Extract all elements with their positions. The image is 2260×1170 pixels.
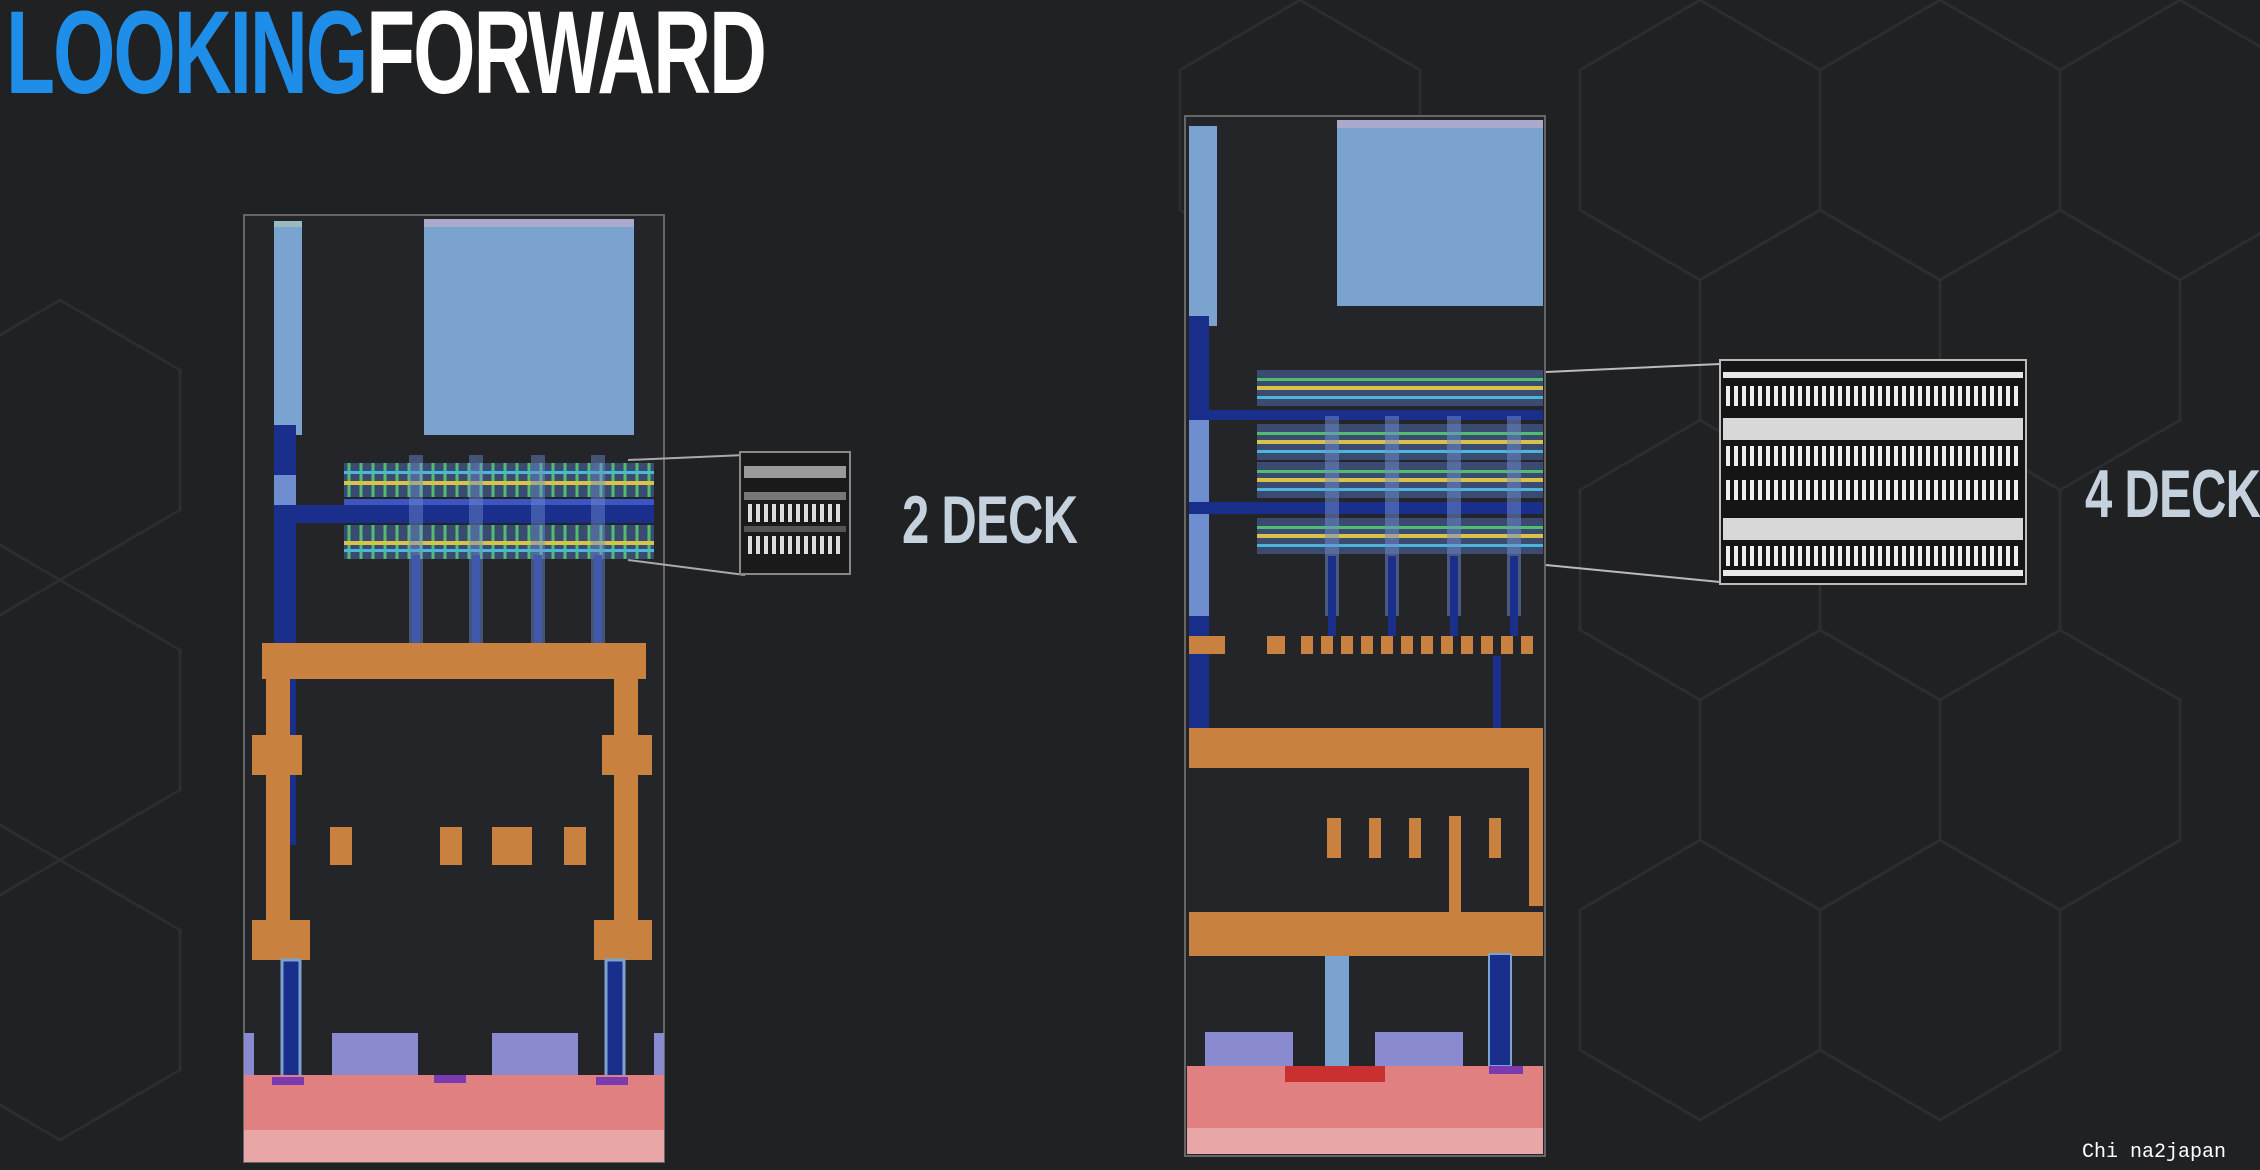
cross-section-2-deck <box>243 214 665 1163</box>
callout-lines-4-deck <box>1545 363 1721 583</box>
callout-lines-2-deck <box>627 454 746 576</box>
label-2-deck: 2 DECK <box>902 482 1078 558</box>
title-forward: FORWARD <box>366 0 767 119</box>
cross-section-4-deck <box>1184 115 1546 1157</box>
label-4-deck: 4 DECK <box>2085 456 2260 532</box>
title-looking: LOOKING <box>6 0 368 119</box>
watermark: Chi na2japan <box>2081 1141 2226 1164</box>
tem-inset-2-deck <box>739 451 851 575</box>
memory-array-2-deck <box>344 463 654 559</box>
memory-array-4-deck <box>1257 370 1543 554</box>
slide-title: LOOKINGFORWARD <box>6 0 767 112</box>
tem-inset-4-deck <box>1719 359 2027 585</box>
